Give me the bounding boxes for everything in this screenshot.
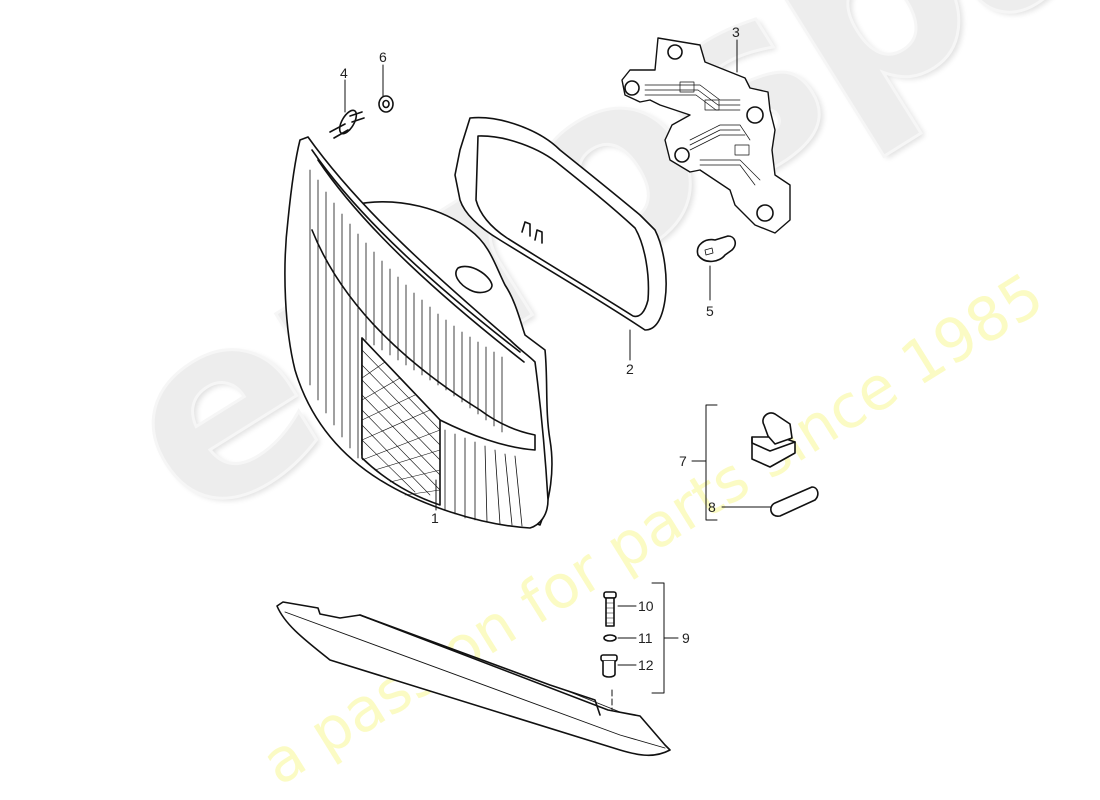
part-8-festoon-bulb — [770, 486, 819, 517]
callout-4: 4 — [340, 65, 348, 81]
callout-11: 11 — [638, 630, 653, 646]
callout-9: 9 — [682, 630, 690, 646]
part-7-socket — [751, 412, 796, 468]
part-12-spreader-nut — [600, 654, 618, 678]
callout-5: 5 — [706, 303, 714, 319]
callout-12: 12 — [638, 657, 654, 673]
part-1-lens-housing — [284, 136, 553, 529]
group-7-bracket — [691, 404, 773, 521]
callout-3: 3 — [732, 24, 740, 40]
callout-7: 7 — [679, 453, 687, 469]
callout-8: 8 — [708, 499, 716, 515]
part-6-nut — [378, 64, 394, 113]
part-side-reflector — [276, 601, 671, 757]
part-3-circuit-board — [621, 37, 791, 234]
part-10-screw — [603, 591, 617, 627]
part-2-gasket — [454, 116, 667, 361]
callout-1: 1 — [431, 510, 439, 526]
part-5-bulb — [696, 235, 737, 301]
callout-2: 2 — [626, 361, 634, 377]
part-11-washer — [603, 634, 617, 642]
part-4-stud — [329, 79, 365, 139]
callout-10: 10 — [638, 598, 654, 614]
callout-6: 6 — [379, 49, 387, 65]
